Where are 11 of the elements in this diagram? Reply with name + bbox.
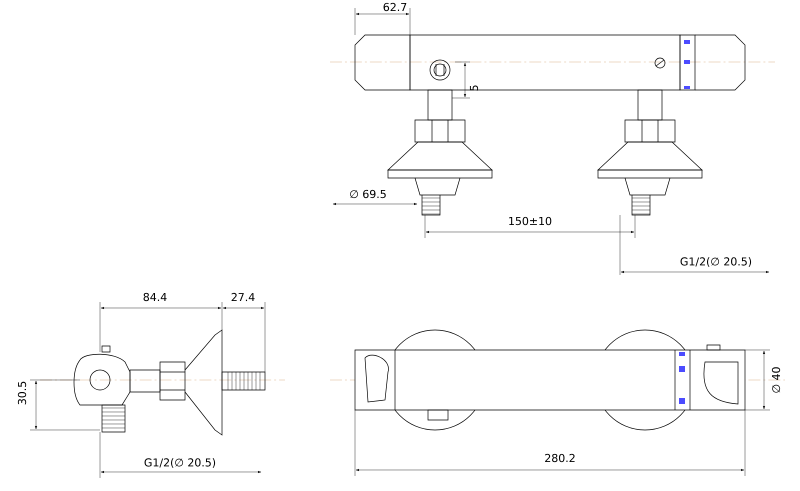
dimension-label: 5	[470, 85, 478, 91]
dimension-label: G1/2(∅ 20.5)	[680, 257, 752, 267]
dimension-label: 27.4	[232, 292, 255, 302]
dimension-label: 30.5	[18, 382, 26, 404]
dimension-label: G1/2(∅ 20.5)	[144, 458, 216, 468]
dimension-label: ∅ 40	[772, 367, 780, 393]
dimension-label: 280.2	[545, 454, 575, 462]
dimension-label: ∅ 69.5	[350, 190, 386, 198]
dimension-label: 62.7	[384, 2, 406, 12]
dimension-label: 84.4	[144, 292, 167, 302]
dimension-label: 150±10	[509, 216, 552, 226]
